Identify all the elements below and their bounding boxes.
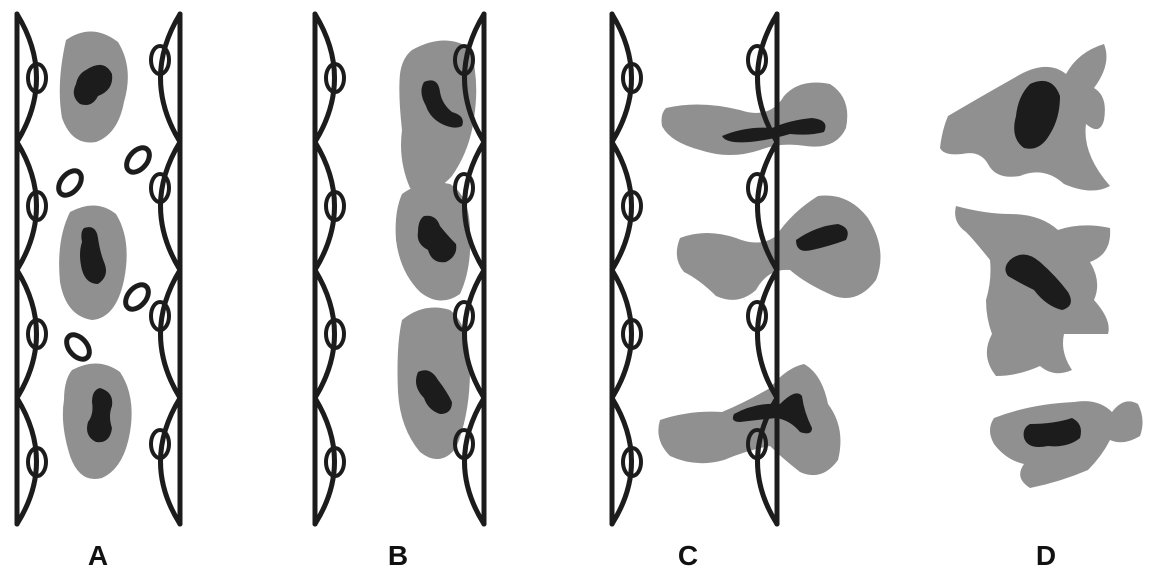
panel-c-leukocyte-1 [662, 83, 848, 156]
panel-b-left-vessel-wall [315, 14, 344, 524]
panel-a-leukocyte-1 [60, 31, 128, 142]
panel-d-leukocyte-1 [940, 44, 1110, 191]
panel-a-label: A [68, 540, 128, 572]
panel-a-leukocyte-3 [63, 363, 132, 479]
panel-a-leukocyte-2 [59, 205, 127, 320]
panel-c-label: C [658, 540, 718, 572]
panel-a [17, 14, 180, 524]
panel-a-right-vessel-wall [151, 14, 180, 524]
panel-d-leukocyte-2 [955, 206, 1110, 376]
panel-c-leukocyte-3 [658, 364, 840, 475]
panel-b-label: B [368, 540, 428, 572]
panel-d [940, 44, 1143, 488]
panel-b [315, 14, 484, 524]
panel-c [612, 14, 881, 524]
panel-d-leukocyte-3 [990, 401, 1143, 488]
panel-d-label: D [1016, 540, 1076, 572]
panel-a-left-vessel-wall [17, 14, 46, 524]
panel-c-left-vessel-wall [612, 14, 641, 524]
